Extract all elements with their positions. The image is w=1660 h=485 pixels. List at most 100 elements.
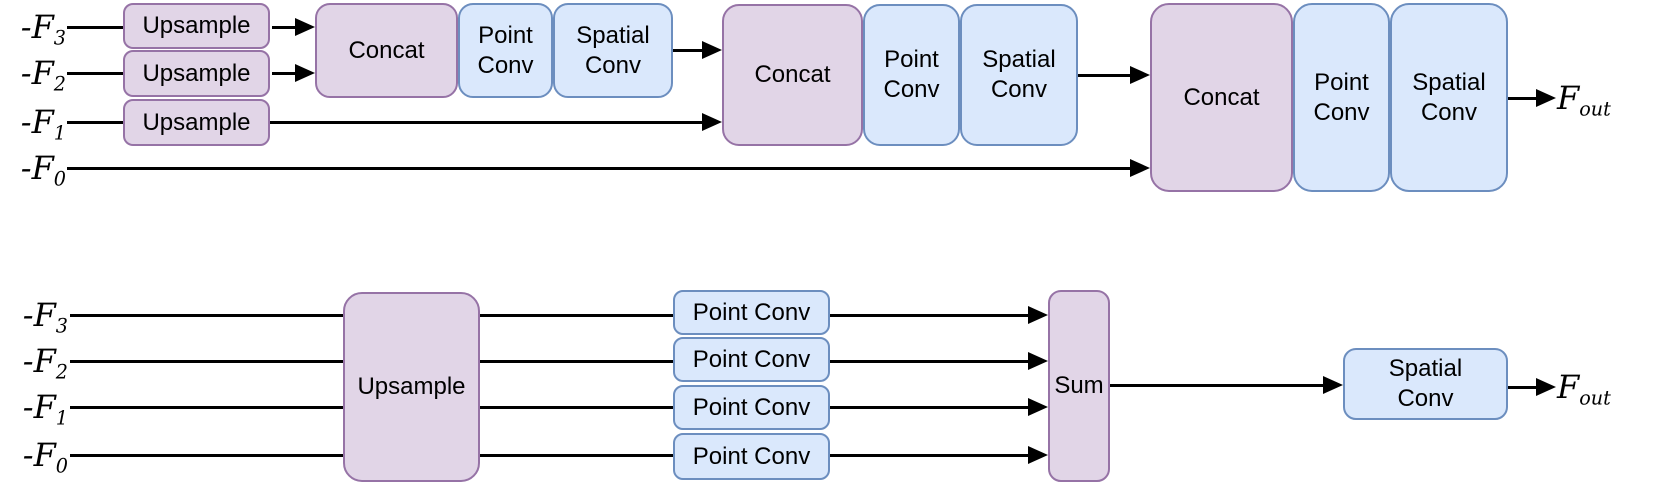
connector-line (67, 71, 123, 75)
node-upsample-3: Upsample (123, 99, 270, 146)
label-prefix: - (22, 436, 34, 474)
label-base: F (31, 8, 54, 46)
node-label: Point Conv (477, 21, 534, 79)
connector-line (830, 359, 1031, 363)
connector-line (67, 25, 123, 29)
arrow-head-icon (1536, 89, 1556, 107)
label-prefix: - (20, 149, 32, 187)
node-label: Point Conv (692, 442, 811, 470)
label-subscript: 3 (53, 26, 66, 50)
arrow-head-icon (702, 41, 722, 59)
node-spatial-conv: Spatial Conv (1343, 348, 1508, 420)
label-base: F (33, 342, 56, 380)
label-base: F (33, 296, 56, 334)
node-upsample: Upsample (343, 292, 480, 482)
label-subscript: 2 (55, 360, 68, 384)
arrow-head-icon (1028, 446, 1048, 464)
arrow-head-icon (1323, 376, 1343, 394)
arrow-head-icon (295, 64, 315, 82)
output-label-fout: Fout (1557, 79, 1611, 119)
node-concat-2: Concat (722, 4, 863, 146)
arrow-head-icon (1028, 352, 1048, 370)
input-label-f0: -F0 (20, 149, 66, 189)
node-point-conv-f2: Point Conv (673, 337, 830, 382)
input-label-f3: -F3 (22, 296, 68, 336)
connector-line (480, 405, 673, 409)
node-label: Point Conv (883, 46, 940, 103)
node-spatial-conv-1: Spatial Conv (553, 3, 673, 98)
connector-line (1508, 385, 1539, 389)
connector-line (480, 359, 673, 363)
connector-line (67, 166, 1133, 170)
label-base: F (31, 103, 54, 141)
label-base: F (33, 436, 56, 474)
label-subscript: 0 (53, 167, 66, 191)
connector-line (830, 313, 1031, 317)
connector-line (830, 453, 1031, 457)
input-label-f3: -F3 (20, 8, 66, 48)
node-label: Upsample (357, 373, 466, 400)
node-point-conv-1: Point Conv (458, 3, 553, 98)
node-label: Concat (348, 36, 425, 64)
connector-line (70, 453, 343, 457)
node-point-conv-f1: Point Conv (673, 385, 830, 430)
connector-line (67, 120, 123, 124)
connector-line (830, 405, 1031, 409)
node-label: Upsample (142, 108, 251, 136)
connector-line (70, 405, 343, 409)
node-spatial-conv-3: Spatial Conv (1390, 3, 1508, 192)
node-label: Sum (1054, 372, 1104, 399)
node-upsample-1: Upsample (123, 3, 270, 49)
label-base: F (1557, 79, 1580, 117)
connector-line (1078, 73, 1133, 77)
label-subscript: 2 (53, 72, 66, 96)
input-label-f2: -F2 (22, 342, 68, 382)
input-label-f1: -F1 (22, 388, 68, 428)
node-sum: Sum (1048, 290, 1110, 482)
node-label: Spatial Conv (1388, 355, 1463, 412)
arrow-head-icon (1028, 306, 1048, 324)
connector-line (272, 71, 298, 75)
label-prefix: - (22, 296, 34, 334)
node-spatial-conv-2: Spatial Conv (960, 4, 1078, 146)
input-label-f0: -F0 (22, 436, 68, 476)
label-base: F (31, 149, 54, 187)
connector-line (480, 453, 673, 457)
label-subscript: 0 (55, 454, 68, 478)
connector-line (1110, 383, 1326, 387)
node-label: Concat (754, 61, 831, 88)
label-prefix: - (22, 342, 34, 380)
node-label: Upsample (142, 59, 251, 87)
arrow-head-icon (295, 18, 315, 36)
arrow-head-icon (1536, 378, 1556, 396)
arrow-head-icon (1130, 66, 1150, 84)
connector-line (272, 25, 298, 29)
label-prefix: - (20, 8, 32, 46)
label-prefix: - (22, 388, 34, 426)
node-concat-3: Concat (1150, 3, 1293, 192)
node-concat-1: Concat (315, 3, 458, 98)
node-upsample-2: Upsample (123, 50, 270, 97)
input-label-f2: -F2 (20, 54, 66, 94)
connector-line (70, 313, 343, 317)
connector-line (70, 359, 343, 363)
node-label: Spatial Conv (982, 46, 1056, 103)
label-subscript: 1 (55, 406, 68, 430)
node-point-conv-3: Point Conv (1293, 3, 1390, 192)
node-point-conv-f3: Point Conv (673, 290, 830, 335)
connector-line (480, 313, 673, 317)
label-subscript: out (1579, 386, 1611, 410)
node-label: Upsample (142, 12, 251, 39)
arrow-head-icon (702, 113, 722, 131)
label-prefix: - (20, 103, 32, 141)
connector-line (270, 120, 705, 124)
label-prefix: - (20, 54, 32, 92)
label-subscript: 3 (55, 314, 68, 338)
output-label-fout: Fout (1557, 368, 1611, 408)
node-point-conv-2: Point Conv (863, 4, 960, 146)
node-label: Spatial Conv (576, 21, 650, 79)
label-subscript: out (1579, 97, 1611, 121)
connector-line (1508, 96, 1539, 100)
